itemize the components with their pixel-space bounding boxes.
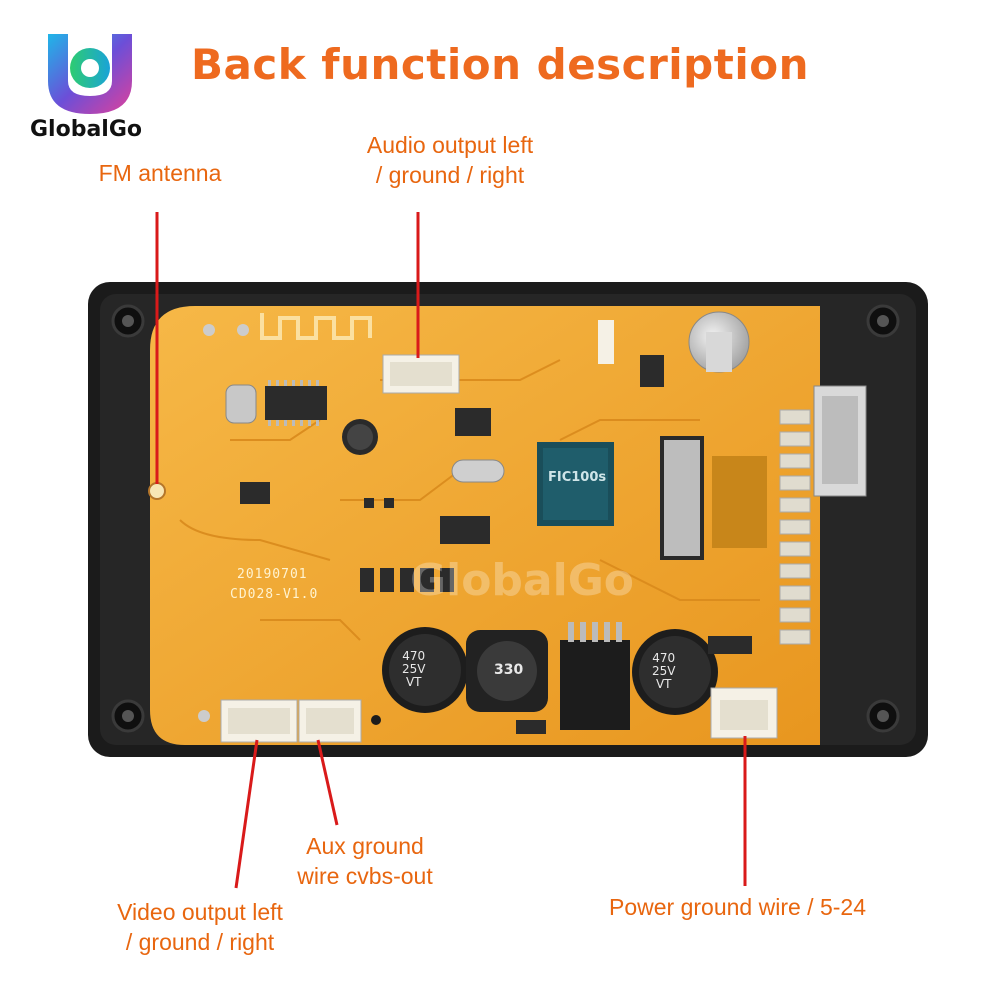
label-power: Power ground wire / 5-24 <box>609 894 866 920</box>
board-date-text: 20190701 <box>237 567 308 582</box>
label-aux-line2: wire cvbs-out <box>297 863 433 889</box>
label-audio-output-line1: Audio output left <box>366 132 534 158</box>
soc-label: FIC100s <box>548 470 607 485</box>
label-video-output-line2: / ground / right <box>125 929 275 955</box>
inductor-marking: 330 <box>494 662 524 678</box>
label-audio-output-line2: / ground / right <box>375 162 525 188</box>
label-fm-antenna: FM antenna <box>98 160 222 186</box>
leader-lines <box>155 212 747 889</box>
label-video-output-line1: Video output left <box>117 899 283 925</box>
watermark: GlobalGo <box>410 555 635 606</box>
board-model-text: CD028-V1.0 <box>230 587 319 602</box>
components <box>198 311 867 743</box>
aux-leader <box>316 739 339 826</box>
label-video-output: Video output left / ground / right <box>95 897 305 957</box>
label-audio-output: Audio output left / ground / right <box>330 130 570 190</box>
video-output-leader <box>234 739 259 889</box>
label-aux: Aux ground wire cvbs-out <box>280 831 450 891</box>
logo-text: GlobalGo <box>30 117 143 142</box>
page-title: Back function description <box>191 40 809 89</box>
label-aux-line1: Aux ground <box>306 833 424 859</box>
mounting-holes <box>111 304 900 733</box>
globalgo-logo <box>48 34 132 114</box>
